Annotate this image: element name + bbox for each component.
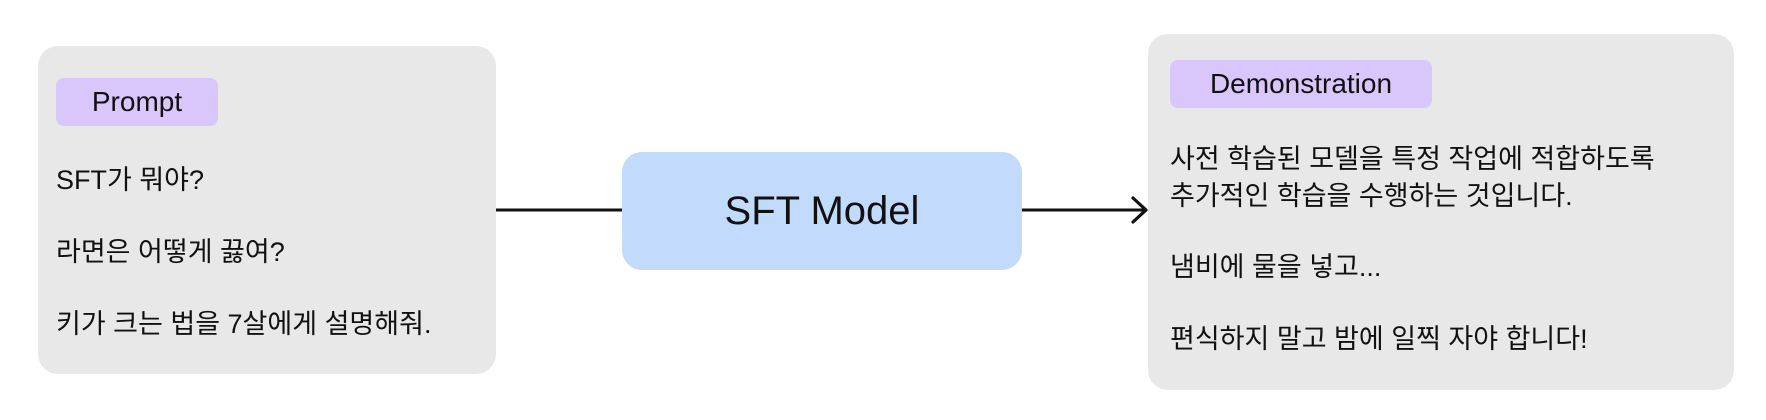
demonstration-panel: Demonstration 사전 학습된 모델을 특정 작업에 적합하도록 추가… [1148, 34, 1734, 390]
demonstration-answer-1-line-2: 추가적인 학습을 수행하는 것입니다. [1170, 181, 1573, 211]
demonstration-answer-3: 편식하지 말고 밤에 일찍 자야 합니다! [1170, 324, 1588, 354]
sft-model-box: SFT Model [622, 152, 1022, 270]
prompt-panel: Prompt SFT가 뭐야? 라면은 어떻게 끓여? 키가 크는 법을 7살에… [38, 46, 496, 374]
prompt-question-1: SFT가 뭐야? [56, 165, 205, 195]
prompt-question-2: 라면은 어떻게 끓여? [56, 237, 285, 267]
demonstration-answer-1-line-1: 사전 학습된 모델을 특정 작업에 적합하도록 [1170, 144, 1655, 174]
prompt-tag: Prompt [56, 78, 218, 126]
demonstration-tag: Demonstration [1170, 60, 1432, 108]
prompt-question-3: 키가 크는 법을 7살에게 설명해줘. [56, 309, 432, 339]
arrow-head-icon [1131, 196, 1148, 224]
demonstration-answer-2: 냄비에 물을 넣고... [1170, 252, 1382, 282]
